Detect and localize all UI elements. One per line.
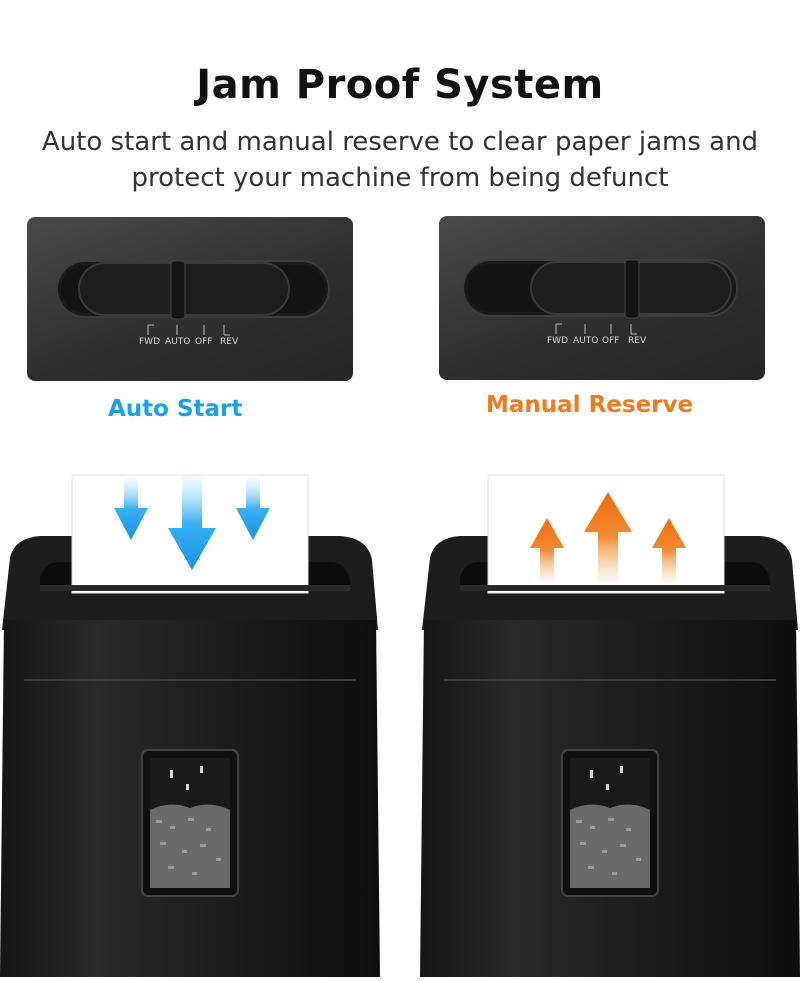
label-rev: REV — [220, 337, 239, 347]
arrow-down-icon — [114, 478, 148, 540]
label-fwd: FWD — [547, 336, 568, 346]
mode-switch-auto: FWD AUTO OFF REV — [56, 260, 330, 347]
shredder-window — [141, 749, 239, 897]
subtitle-line-1: Auto start and manual reserve to clear p… — [41, 127, 759, 157]
switch-panel-reverse: FWD AUTO OFF REV — [439, 216, 765, 380]
reverse-up-arrows — [530, 492, 686, 582]
page-title: Jam Proof System — [196, 62, 604, 108]
switch-panel-auto: FWD AUTO OFF REV — [27, 217, 353, 381]
caption-manual-reserve: Manual Reserve — [486, 392, 694, 418]
shredder-window — [561, 749, 659, 897]
page-subtitle: Auto start and manual reserve to clear p… — [0, 124, 800, 196]
label-rev: REV — [628, 336, 647, 346]
switch-slider-knob — [530, 259, 732, 319]
label-off: OFF — [195, 337, 212, 347]
arrow-up-icon — [652, 518, 686, 582]
mode-switch-reverse: FWD AUTO OFF REV — [462, 259, 738, 346]
arrow-up-icon — [530, 518, 564, 582]
subtitle-line-2: protect your machine from being defunct — [131, 163, 669, 193]
caption-auto-start: Auto Start — [108, 396, 243, 422]
switch-slider-knob — [78, 260, 290, 320]
shredder-auto-start — [0, 470, 380, 977]
label-off: OFF — [602, 336, 619, 346]
feed-down-arrows — [114, 476, 270, 570]
label-fwd: FWD — [139, 337, 160, 347]
arrow-down-icon — [236, 478, 270, 540]
arrow-up-icon — [584, 492, 632, 582]
arrow-down-icon — [168, 476, 216, 570]
label-auto: AUTO — [165, 337, 190, 347]
label-auto: AUTO — [573, 336, 598, 346]
shredder-manual-reserve — [420, 470, 800, 977]
